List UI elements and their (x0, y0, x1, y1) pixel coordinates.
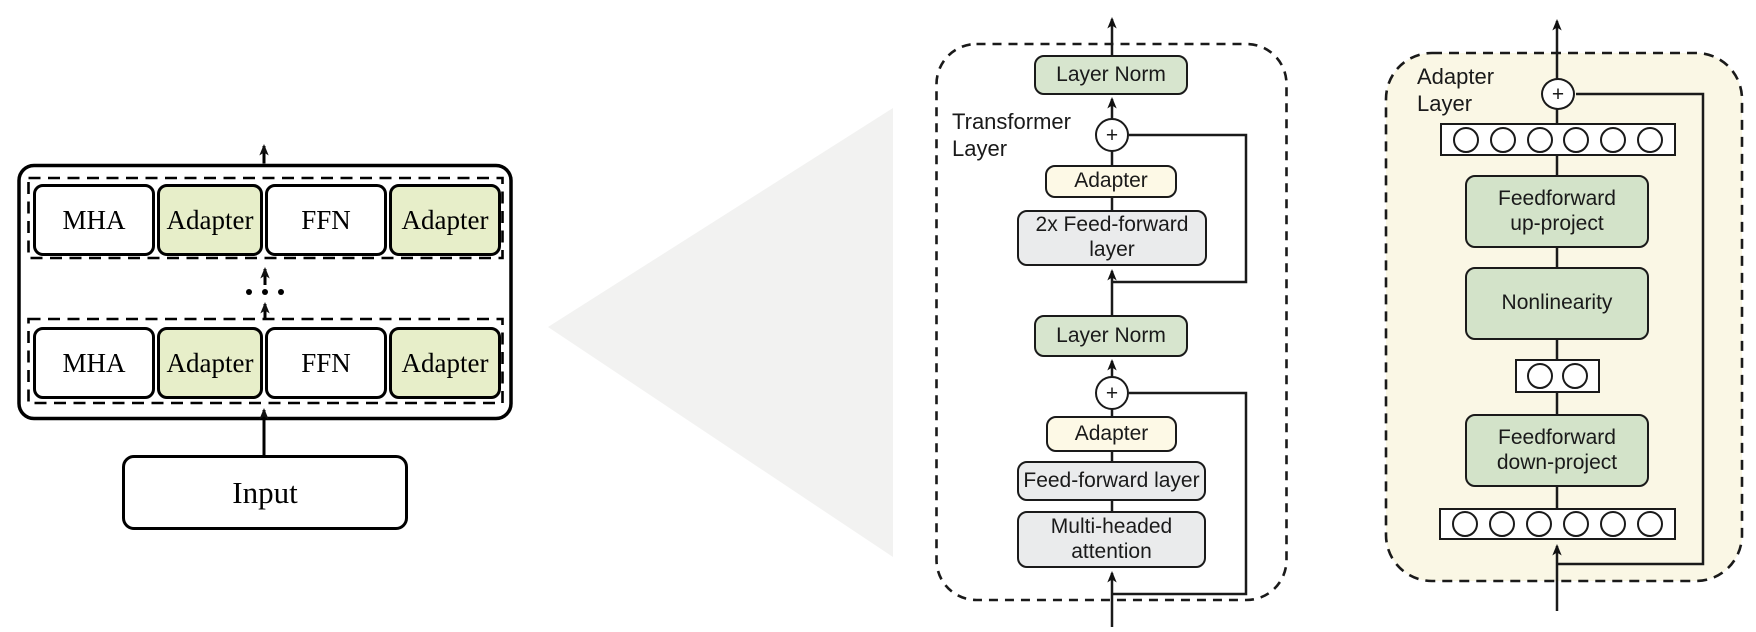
mha-label-line2: attention (1071, 539, 1152, 563)
unit-circle (1637, 511, 1663, 537)
ff2x-block: 2x Feed-forward layer (1017, 210, 1207, 266)
stack-ellipsis-dot (262, 289, 268, 295)
hidden-units-row-top (1440, 123, 1676, 156)
adapter-label: Adapter (1074, 169, 1148, 193)
adapter-residual-skip-connection (1557, 92, 1705, 566)
mha-block: MHA (33, 327, 155, 399)
layer-norm-block: Layer Norm (1034, 55, 1188, 95)
plus-symbol: + (1105, 123, 1119, 147)
hidden-units-row-bottom (1439, 508, 1676, 540)
input-label: Input (232, 474, 298, 510)
adapter-inserted-block: Adapter (1045, 165, 1177, 198)
ff2x-label-line2: layer (1089, 238, 1135, 261)
unit-circle (1563, 511, 1589, 537)
adapter-label: Adapter (166, 347, 254, 378)
unit-circle (1526, 126, 1553, 153)
adapter-block: Adapter (389, 184, 501, 256)
bottleneck-units-row (1515, 359, 1600, 393)
multi-headed-attention-block: Multi-headed attention (1017, 511, 1206, 568)
nonlinearity-label: Nonlinearity (1501, 291, 1613, 315)
zoom-callout-triangle (548, 108, 893, 557)
adapter-layer-caption: Adapter Layer (1417, 63, 1494, 117)
unit-circle (1600, 511, 1626, 537)
layer-norm-block: Layer Norm (1034, 315, 1188, 357)
unit-circle (1489, 511, 1515, 537)
mha-label-line1: Multi-headed (1050, 514, 1173, 538)
unit-circle (1562, 363, 1589, 389)
mha-label: MHA (62, 347, 126, 378)
transformer-layer-caption: Transformer Layer (952, 108, 1071, 162)
feed-forward-label: Feed-forward layer (1023, 468, 1200, 492)
unit-circle (1489, 126, 1516, 153)
ff2x-label-line1: 2x Feed-forward (1035, 213, 1189, 237)
transformer-layer-caption-line1: Transformer (952, 109, 1071, 134)
add-node: + (1095, 376, 1129, 410)
residual-skip-connection-upper (1112, 133, 1248, 284)
adapter-layer-caption-line1: Adapter (1417, 64, 1495, 89)
adapter-block: Adapter (157, 184, 263, 256)
unit-circle (1563, 126, 1590, 153)
add-node: + (1095, 118, 1129, 152)
ffup-label-line1: Feedforward (1498, 186, 1616, 210)
ffup-label-line2: up-project (1510, 211, 1604, 235)
ffdown-label-line1: Feedforward (1498, 425, 1616, 449)
nonlinearity-block: Nonlinearity (1465, 267, 1649, 340)
plus-symbol: + (1105, 381, 1119, 405)
unit-circle (1526, 511, 1552, 537)
residual-skip-connection-lower (1112, 391, 1248, 596)
add-node: + (1541, 78, 1575, 110)
feedforward-up-project-block: Feedforward up-project (1465, 175, 1649, 248)
ffdown-label-line2: down-project (1496, 450, 1618, 474)
unit-circle (1452, 126, 1479, 153)
stack-ellipsis-dot (278, 289, 284, 295)
adapter-block: Adapter (157, 327, 263, 399)
adapter-label: Adapter (166, 204, 254, 235)
unit-circle (1526, 363, 1553, 389)
adapter-block: Adapter (389, 327, 501, 399)
ffn-label: FFN (301, 204, 351, 235)
unit-circle (1600, 126, 1627, 153)
adapter-label: Adapter (1074, 421, 1149, 445)
adapter-label: Adapter (401, 347, 489, 378)
stack-ellipsis-dot (246, 289, 252, 295)
input-block: Input (122, 455, 408, 530)
adapter-layer-caption-line2: Layer (1417, 91, 1473, 116)
left-layer-row-1-dashed-frame (27, 176, 504, 260)
mha-label: MHA (62, 204, 126, 235)
adapter-label: Adapter (401, 204, 489, 235)
ffn-label: FFN (301, 347, 351, 378)
adapter-inserted-block: Adapter (1046, 416, 1177, 452)
transformer-layer-caption-line2: Layer (952, 136, 1008, 161)
layer-norm-label: Layer Norm (1056, 62, 1166, 86)
feedforward-down-project-block: Feedforward down-project (1465, 414, 1649, 487)
plus-symbol: + (1551, 82, 1565, 106)
layer-norm-label: Layer Norm (1056, 323, 1166, 347)
feed-forward-block: Feed-forward layer (1017, 461, 1206, 501)
ffn-block: FFN (265, 184, 387, 256)
unit-circle (1452, 511, 1478, 537)
ffn-block: FFN (265, 327, 387, 399)
mha-block: MHA (33, 184, 155, 256)
unit-circle (1637, 126, 1664, 153)
